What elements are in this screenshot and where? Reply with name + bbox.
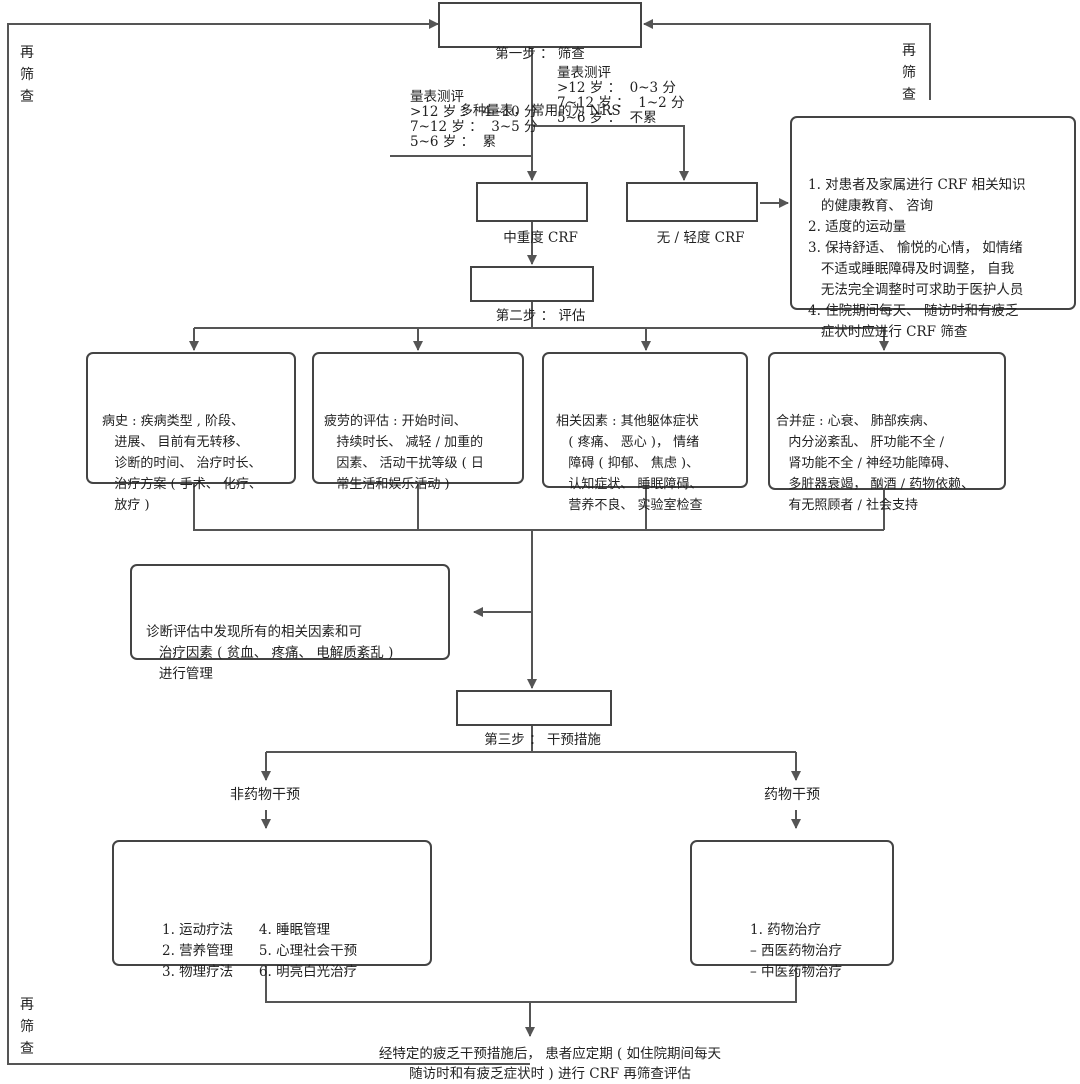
- moderate-crf-box: 中重度 CRF: [476, 182, 588, 246]
- rescreen-label-right: 再 筛 查: [902, 43, 916, 103]
- assessment-comorbidity-text: 合并症 : 心衰、 肺部疾病、 内分泌紊乱、 肝功能不全 / 肾功能不全 / 神…: [776, 414, 975, 513]
- diagnosis-management-box: 诊断评估中发现所有的相关因素和可 治疗因素 ( 贫血、 疼痛、 电解质紊乱 ) …: [130, 564, 450, 682]
- moderate-crf-label: 中重度 CRF: [503, 230, 578, 246]
- step3-box: 第三步 ： 干预措施: [456, 690, 612, 748]
- advice-text: 1. 对患者及家属进行 CRF 相关知识 的健康教育、 咨询 2. 适度的运动量…: [808, 177, 1026, 340]
- scale-right-label: 量表测评 >12 岁 ： 0~3 分 7~12 岁 ： 1~2 分 5~6 岁 …: [557, 65, 685, 126]
- step1-subtitle: 多种量表， 常用的为 NRS: [459, 103, 621, 119]
- drug-box: 1. 药物治疗 – 西医药物治疗 – 中医药物治疗: [690, 840, 894, 980]
- scale-left-label: 量表测评 >12 岁 ： 4~10 分 7~12 岁 ： 3~5 分 5~6 岁…: [410, 89, 538, 150]
- advice-box: 1. 对患者及家属进行 CRF 相关知识 的健康教育、 咨询 2. 适度的运动量…: [790, 116, 1076, 340]
- diagnosis-management-text: 诊断评估中发现所有的相关因素和可 治疗因素 ( 贫血、 疼痛、 电解质紊乱 ) …: [146, 624, 394, 682]
- rescreen-label-left-bottom: 再 筛 查: [20, 997, 34, 1057]
- step3-title: 第三步 ： 干预措施: [484, 732, 601, 748]
- assessment-box-history: 病史 : 疾病类型 , 阶段、 进展、 目前有无转移、 诊断的时间、 治疗时长、…: [86, 352, 296, 513]
- mild-crf-box: 无 / 轻度 CRF: [626, 182, 758, 246]
- assessment-factors-text: 相关因素 : 其他躯体症状 ( 疼痛、 恶心 )， 情绪 障碍 ( 抑郁、 焦虑…: [556, 414, 703, 513]
- non-drug-box: 1. 运动疗法 4. 睡眠管理 2. 营养管理 5. 心理社会干预 3. 物理疗…: [112, 840, 432, 980]
- assessment-box-fatigue: 疲劳的评估 : 开始时间、 持续时长、 减轻 / 加重的 因素、 活动干扰等级 …: [312, 352, 524, 492]
- non-drug-items: 1. 运动疗法 4. 睡眠管理 2. 营养管理 5. 心理社会干预 3. 物理疗…: [162, 922, 358, 980]
- drug-items: 1. 药物治疗 – 西医药物治疗 – 中医药物治疗: [750, 922, 843, 980]
- drug-title: 药物干预: [764, 787, 820, 803]
- assessment-box-factors: 相关因素 : 其他躯体症状 ( 疼痛、 恶心 )， 情绪 障碍 ( 抑郁、 焦虑…: [542, 352, 748, 513]
- step2-title: 第二步 ： 评估: [495, 308, 586, 324]
- non-drug-title: 非药物干预: [230, 787, 300, 803]
- assessment-fatigue-text: 疲劳的评估 : 开始时间、 持续时长、 减轻 / 加重的 因素、 活动干扰等级 …: [324, 414, 484, 492]
- step1-title: 第一步 ： 筛查: [495, 46, 585, 62]
- assessment-box-comorbidity: 合并症 : 心衰、 肺部疾病、 内分泌紊乱、 肝功能不全 / 肾功能不全 / 神…: [768, 352, 1006, 513]
- mild-crf-label: 无 / 轻度 CRF: [656, 230, 745, 246]
- final-note: 经特定的疲乏干预措施后， 患者应定期 ( 如住院期间每天 随访时和有疲乏症状时 …: [378, 1046, 722, 1082]
- step2-box: 第二步 ： 评估: [470, 266, 594, 324]
- assessment-history-text: 病史 : 疾病类型 , 阶段、 进展、 目前有无转移、 诊断的时间、 治疗时长、…: [102, 414, 262, 513]
- rescreen-label-left-top: 再 筛 查: [20, 45, 34, 105]
- step1-box: 第一步 ： 筛查 多种量表， 常用的为 NRS: [438, 2, 642, 119]
